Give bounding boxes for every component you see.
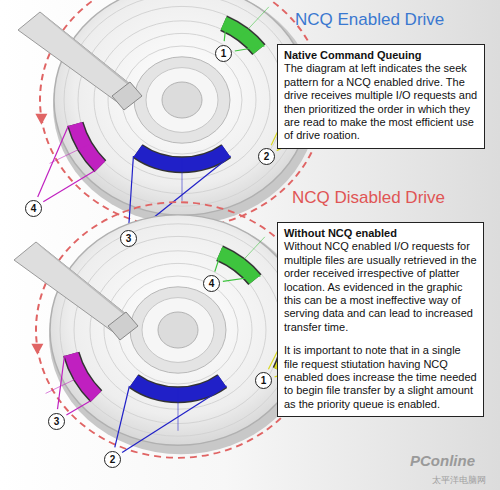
box-heading: Without NCQ enabled (284, 227, 477, 240)
callout-number: 2 (104, 451, 121, 468)
callout-number: 3 (120, 230, 137, 247)
callout-number: 1 (255, 372, 272, 389)
callout-number: 2 (258, 148, 275, 165)
callout-number: 3 (48, 413, 65, 430)
callout-number: 4 (25, 200, 42, 217)
box-body: Without NCQ enabled I/O requests for mul… (284, 240, 477, 334)
callout-number: 4 (203, 275, 220, 292)
box-body: The diagram at left indicates the seek p… (284, 62, 478, 142)
box-body: It is important to note that in a single… (284, 344, 477, 411)
watermark: 太平洋电脑网 (432, 474, 486, 487)
watermark: PConline (410, 452, 475, 469)
box-heading: Native Command Queuing (284, 49, 478, 62)
drive-heading: NCQ Disabled Drive (292, 188, 445, 208)
text-box: Native Command QueuingThe diagram at lef… (277, 44, 485, 149)
text-box: Without NCQ enabledWithout NCQ enabled I… (277, 222, 484, 417)
drive-heading: NCQ Enabled Drive (295, 10, 444, 30)
callout-number: 1 (215, 45, 232, 62)
